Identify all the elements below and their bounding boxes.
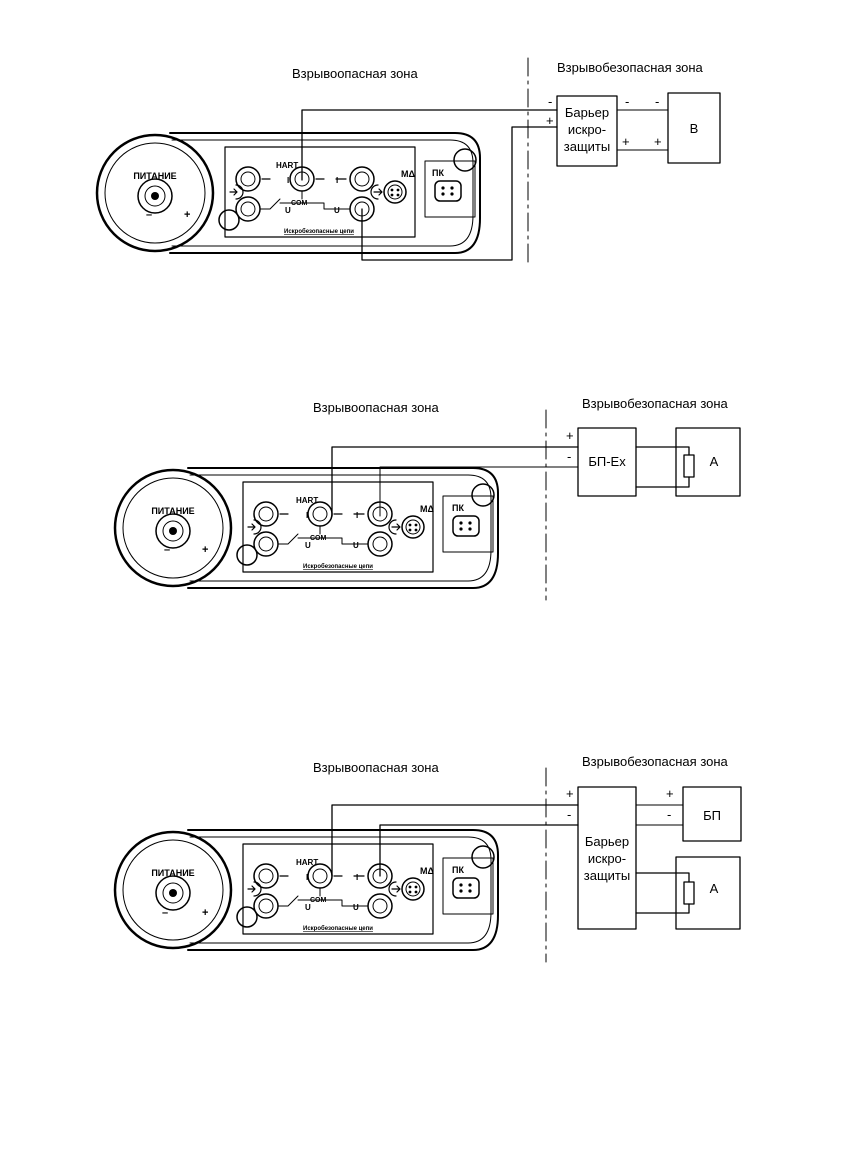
zone-safe-label: Взрывобезопасная зона (582, 396, 729, 411)
diagram-3-current-circuit-barrier: Взрывоопасная зона Взрывобезопасная зона… (113, 754, 742, 963)
wire-barrier-supply (635, 804, 684, 826)
i-label: I (306, 873, 308, 882)
calibrator-device (113, 466, 500, 590)
barrier-label-line2: искро- (568, 122, 606, 137)
sign-minus: - (625, 94, 629, 109)
zone-safe-label: Взрывобезопасная зона (582, 754, 729, 769)
resistor (683, 881, 695, 905)
barrier-label-line2: искро- (588, 851, 626, 866)
zone-safe-label: Взрывобезопасная зона (557, 60, 704, 75)
power-plus: + (202, 907, 208, 919)
wire-plus (331, 804, 579, 877)
diagram-2-current-circuit-psu: Взрывоопасная зона Взрывобезопасная зона… (113, 396, 741, 601)
load-label: А (710, 454, 719, 469)
hart-label: HART (296, 858, 318, 867)
barrier-label-line3: защиты (584, 868, 630, 883)
wire-minus (379, 466, 579, 517)
zone-hazardous-label: Взрывоопасная зона (313, 760, 439, 775)
power-label: ПИТАНИЕ (151, 868, 194, 878)
calibrator-device (113, 828, 500, 952)
i-label: I (287, 176, 289, 185)
supply-label: БП-Ex (588, 454, 626, 469)
md-label: МΔ (420, 866, 434, 876)
i-label: I (356, 873, 358, 882)
sign-minus: - (567, 807, 571, 822)
resistor (683, 454, 695, 478)
sign-minus: - (567, 449, 571, 464)
u-label: U (353, 903, 359, 912)
u-label: U (334, 206, 340, 215)
power-minus: – (146, 209, 152, 221)
intrinsic-safe-label: Искробезопасные цепи (303, 925, 373, 932)
power-plus: + (184, 209, 190, 221)
sign-plus: + (566, 786, 574, 801)
barrier-box (556, 95, 618, 167)
power-minus: – (162, 907, 168, 919)
power-label: ПИТАНИЕ (151, 506, 194, 516)
zone-hazardous-label: Взрывоопасная зона (292, 66, 418, 81)
sign-plus: + (566, 428, 574, 443)
i-label: I (306, 511, 308, 520)
u-label: U (305, 903, 311, 912)
md-label: МΔ (420, 504, 434, 514)
load-label: В (690, 121, 699, 136)
load-box (675, 427, 741, 497)
power-label: ПИТАНИЕ (133, 171, 176, 181)
barrier-label-line1: Барьер (585, 834, 629, 849)
wire-plus (361, 126, 558, 261)
com-label: COM (310, 897, 327, 904)
sign-plus: + (622, 134, 630, 149)
calibrator-device (95, 131, 482, 255)
hart-label: HART (276, 161, 298, 170)
wire-minus (301, 109, 558, 181)
sign-plus: + (666, 786, 674, 801)
power-minus: – (164, 544, 170, 556)
load-box (675, 856, 741, 930)
supply-box (577, 427, 637, 497)
intrinsic-safe-label: Искробезопасные цепи (303, 563, 373, 570)
hart-label: HART (296, 496, 318, 505)
sign-minus: - (655, 94, 659, 109)
sign-plus: + (546, 113, 554, 128)
pk-label: ПК (452, 865, 464, 875)
power-plus: + (202, 544, 208, 556)
wire-barrier-load (616, 109, 669, 151)
supply-box (682, 786, 742, 842)
wire-plus (331, 446, 579, 517)
u-label: U (305, 541, 311, 550)
barrier-label-line1: Барьер (565, 105, 609, 120)
com-label: COM (310, 535, 327, 542)
diagram-1-voltage-circuit: Взрывоопасная зона Взрывобезопасная зона… (95, 57, 721, 267)
pk-label: ПК (432, 168, 444, 178)
u-label: U (285, 206, 291, 215)
load-box (667, 92, 721, 164)
intrinsic-safe-label: Искробезопасные цепи (284, 228, 354, 235)
barrier-box (577, 786, 637, 930)
zone-hazardous-label: Взрывоопасная зона (313, 400, 439, 415)
i-label: I (336, 176, 338, 185)
pk-label: ПК (452, 503, 464, 513)
com-label: COM (291, 200, 308, 207)
md-label: МΔ (401, 169, 415, 179)
load-label: А (710, 881, 719, 896)
barrier-label-line3: защиты (564, 139, 610, 154)
supply-label: БП (703, 808, 721, 823)
i-label: I (356, 511, 358, 520)
sign-plus: + (654, 134, 662, 149)
sign-minus: - (667, 807, 671, 822)
wire-supply-load (635, 446, 690, 488)
wire-minus (379, 824, 579, 877)
u-label: U (353, 541, 359, 550)
sign-minus: - (548, 94, 552, 109)
wire-barrier-load (635, 872, 690, 914)
